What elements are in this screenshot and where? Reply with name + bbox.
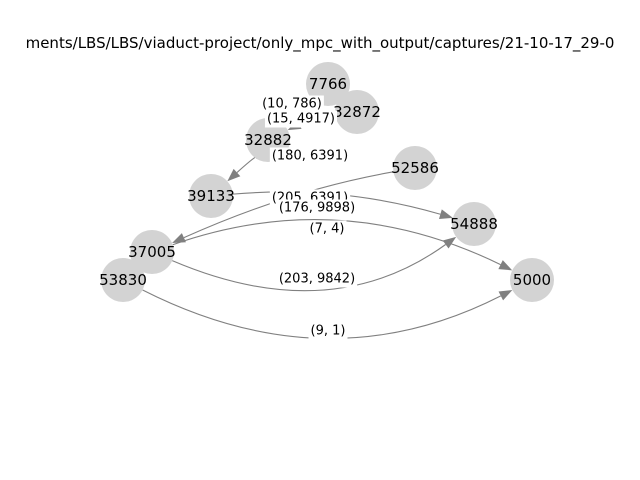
graph-node: 7766 (306, 62, 350, 106)
node-label: 32872 (333, 103, 381, 121)
diagram-title: ments/LBS/LBS/viaduct-project/only_mpc_w… (25, 34, 615, 52)
edge-label-background (307, 220, 347, 238)
node-circle (452, 202, 496, 246)
edge-label-text: (180, 6391) (272, 149, 348, 164)
edge-label-text: (7, 4) (310, 222, 345, 237)
node-label: 7766 (309, 75, 347, 93)
edge-arrowhead (438, 209, 453, 220)
edge-label-text: (15, 4917) (267, 112, 335, 127)
edge-arrowhead (498, 289, 513, 301)
node-circle (510, 258, 554, 302)
node-label: 54888 (450, 215, 498, 233)
node-circle (335, 90, 379, 134)
node-circle (130, 230, 174, 274)
edge-arrowhead (498, 260, 513, 271)
edge-line (236, 155, 259, 173)
graph-node: 53830 (99, 258, 147, 302)
node-label: 37005 (128, 243, 176, 261)
node-circle (189, 174, 233, 218)
edge-label-background (260, 95, 324, 113)
graph-node: 54888 (450, 202, 498, 246)
graph-node: 52586 (391, 146, 439, 190)
edge-label-text: (203, 9842) (279, 272, 355, 287)
edge-arrowhead (227, 168, 241, 182)
edge-label-background (276, 199, 358, 217)
edge-label: (9, 1) (308, 322, 348, 340)
edge-label-background (308, 322, 348, 340)
graph-node: 37005 (128, 230, 176, 274)
node-circle (306, 62, 350, 106)
node-label: 53830 (99, 271, 147, 289)
graph-node: 32872 (333, 90, 381, 134)
edge-label: (203, 9842) (276, 270, 358, 288)
edge-label: (7, 4) (307, 220, 347, 238)
edge-label: (10, 786) (260, 95, 324, 113)
edge-label-background (276, 270, 358, 288)
edge-arrowhead (442, 236, 457, 249)
nodes-layer: 7766 32872 32882 52586 39133 54888 37005 53830 5… (99, 62, 554, 302)
edge-label-text: (9, 1) (311, 324, 346, 339)
edge-label: (15, 4917) (264, 110, 338, 128)
node-circle (101, 258, 145, 302)
edge-label-text: (10, 786) (262, 97, 322, 112)
graph-node: 5000 (510, 258, 554, 302)
edge-label: (176, 9898) (276, 199, 358, 217)
edge-label-background (264, 110, 338, 128)
edge-label: (180, 6391) (269, 147, 351, 165)
node-label: 5000 (513, 271, 551, 289)
edge-label-text: (176, 9898) (279, 201, 355, 216)
node-label: 39133 (187, 187, 235, 205)
edge-line (172, 219, 501, 266)
node-label: 52586 (391, 159, 439, 177)
graph-node: 39133 (187, 174, 235, 218)
edge-line (172, 244, 446, 292)
node-label: 32882 (244, 131, 292, 149)
node-circle (393, 146, 437, 190)
edge-label-background (269, 147, 351, 165)
edge-labels-layer: (10, 786)(15, 4917)(180, 6391)(205, 6391… (260, 95, 358, 340)
edge-arrowhead (172, 233, 186, 243)
